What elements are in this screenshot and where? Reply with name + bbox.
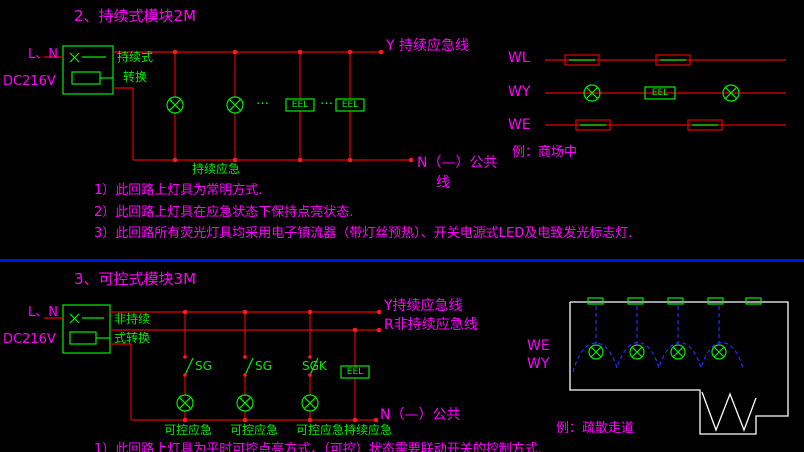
section3-n-bus-label: N（—）公共 xyxy=(380,407,461,423)
section3-r-bus-label: R非持续应急线 xyxy=(384,317,478,333)
section3-input-label: L、N xyxy=(28,305,58,320)
mall-example-we-label: WE xyxy=(508,117,531,133)
continuous-lamp-symbols xyxy=(166,96,365,114)
corridor-example-wy-label: WY xyxy=(527,356,550,372)
corridor-example-caption: 例：疏散走道 xyxy=(556,421,635,436)
section2-eel-box2-label: EEL xyxy=(341,100,359,110)
corridor-wall-fixtures xyxy=(587,297,762,305)
mall-example-eel-label: EEL xyxy=(651,88,669,98)
controllable-lamp-symbols xyxy=(176,365,370,412)
section2-y-bus-label: Y 持续应急线 xyxy=(386,38,470,54)
section2-lamp-group-label: 持续应急 xyxy=(192,162,241,176)
section2-note-1: 1）此回路上灯具为常明方式. xyxy=(94,183,263,198)
corridor-example-we-label: WE xyxy=(527,338,550,354)
section3-title: 3、可控式模块3M xyxy=(74,270,197,288)
section3-module-name-line1: 非持续 xyxy=(114,312,151,326)
section2-note-3: 3）此回路所有荧光灯具均采用电子镇流器（带灯丝预热）、开关电源式LED及电致发光… xyxy=(94,226,633,241)
continuous-junction-dots xyxy=(172,49,414,163)
section2-n-bus-label-line2: 线 xyxy=(436,175,450,191)
section3-switch-label-2: SG xyxy=(255,359,272,373)
section-divider-line xyxy=(0,259,804,262)
controllable-junction-dots xyxy=(182,309,382,423)
section3-lamp-label-1: 可控应急 xyxy=(164,423,213,437)
continuous-module-box xyxy=(62,45,114,95)
section2-n-bus-label-line1: N（—）公共 xyxy=(417,155,498,171)
section2-title: 2、持续式模块2M xyxy=(74,7,197,25)
continuous-circuit-wiring xyxy=(44,51,411,161)
mall-example-wl-label: WL xyxy=(508,50,530,66)
section2-ellipsis-1: … xyxy=(256,93,269,108)
section3-switch-label-1: SG xyxy=(195,359,212,373)
controllable-switch-symbols xyxy=(184,357,319,376)
section2-note-2: 2）此回路上灯具在应急状态下保持点亮状态. xyxy=(94,205,354,220)
section3-note-clipped: 1）此回路上灯具为平时可控点亮方式，（可控）状态需要联动开关的控制方式. xyxy=(94,442,542,452)
mall-example-green-symbols xyxy=(569,59,740,126)
controllable-module-box xyxy=(62,304,111,354)
section2-module-name-line2: 转换 xyxy=(123,70,148,84)
mall-example-caption: 例：商场中 xyxy=(512,145,578,160)
section3-eel-box-label: EEL xyxy=(346,367,364,377)
section3-module-name-line2: 式转换 xyxy=(114,331,151,345)
section3-y-bus-label: Y持续应急线 xyxy=(384,298,463,314)
section2-voltage-label: DC216V xyxy=(3,74,56,89)
section2-input-label: L、N xyxy=(28,47,58,62)
corridor-plan-outline xyxy=(569,301,789,435)
section2-ellipsis-2: … xyxy=(320,93,333,108)
controllable-circuit-wiring xyxy=(44,311,381,421)
section2-eel-box1-label: EEL xyxy=(291,100,309,110)
corridor-wiring-dashed xyxy=(572,306,744,373)
section3-switch-label-3: SGK xyxy=(302,359,327,373)
mall-example-wy-label: WY xyxy=(508,84,531,100)
section3-voltage-label: DC216V xyxy=(3,332,56,347)
section3-lamp-label-3: 可控应急持续应急 xyxy=(296,423,393,437)
section3-lamp-label-2: 可控应急 xyxy=(230,423,279,437)
section2-module-name-line1: 持续式 xyxy=(117,50,154,64)
